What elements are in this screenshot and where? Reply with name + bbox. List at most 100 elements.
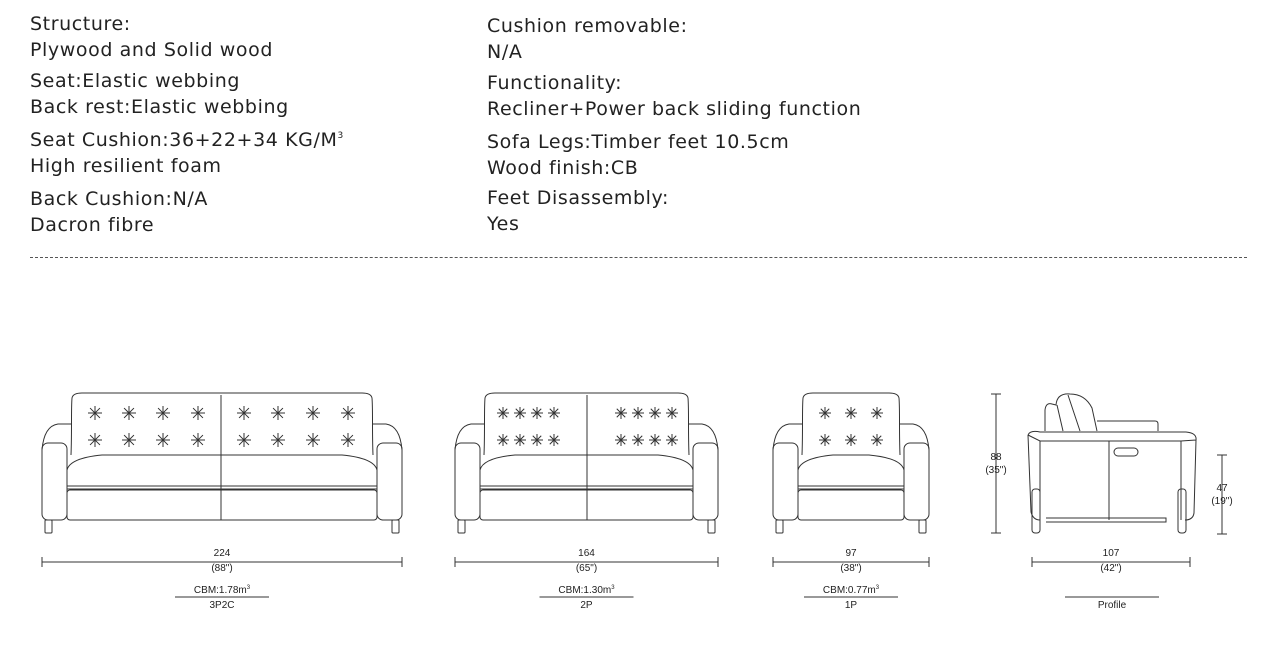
tuft-icon [531, 434, 543, 446]
seat-cushion [66, 454, 378, 485]
tuft-icon [845, 407, 857, 419]
sofa-leg [457, 519, 466, 534]
seat-height-dimension-line [1217, 454, 1227, 535]
dashed-divider [30, 257, 1247, 258]
tuft-icon [191, 433, 205, 447]
tuft-icon [615, 407, 627, 419]
spec-value: Dacron fibre [30, 214, 155, 236]
tuft-icon [191, 406, 205, 420]
cbm-label: CBM:1.78m3 [194, 585, 251, 596]
profile-back [1044, 393, 1159, 432]
spec-value: High resilient foam [30, 155, 222, 177]
spec-right-legs: Sofa Legs:Timber feet 10.5cm Wood finish… [487, 129, 789, 181]
superscript: 3 [337, 131, 344, 141]
model-code: 3P2C [209, 600, 234, 611]
spec-left-seat-cushion: Seat Cushion:36+22+34 KG/M3 High resilie… [30, 127, 344, 179]
dimension-inch: (65") [576, 563, 597, 574]
profile-leg [1031, 488, 1041, 534]
right-arm [376, 442, 403, 521]
tuft-icon [548, 407, 560, 419]
height-cm: 88 [990, 452, 1002, 463]
tuft-icon [514, 434, 526, 446]
tuft-icon [548, 434, 560, 446]
sofa-leg [391, 519, 400, 534]
dimension-cm: 164 [578, 548, 595, 559]
tuft-icon [819, 407, 831, 419]
dimension-cm: 107 [1103, 548, 1120, 559]
superscript: 3 [876, 585, 880, 591]
dimension-inch: (88") [211, 563, 232, 574]
profile-body [1027, 430, 1197, 523]
sofa-base [66, 489, 378, 521]
tuft-icon [122, 406, 136, 420]
spec-right-cushion-removable: Cushion removable: N/A [487, 13, 688, 65]
tuft-icon [531, 407, 543, 419]
tuft-icon [819, 434, 831, 446]
tuft-icon [271, 406, 285, 420]
arm-top [454, 423, 719, 451]
power-button-icon [1113, 447, 1139, 457]
left-arm [41, 442, 68, 521]
seat-edge [67, 485, 377, 490]
dimension-line [41, 557, 403, 567]
dimension-line [1031, 557, 1191, 567]
tuft-icon [156, 433, 170, 447]
left-arm [772, 442, 799, 521]
tuft-icon [271, 433, 285, 447]
tuft-icon [845, 434, 857, 446]
cbm-label: CBM:0.77m3 [823, 585, 880, 596]
spec-label: Functionality: [487, 72, 623, 94]
model-code: 2P [580, 600, 593, 611]
tuft-icon [649, 407, 661, 419]
profile-leg [1177, 488, 1187, 534]
sofa-leg [44, 519, 53, 534]
sofa-leg [707, 519, 716, 534]
tuft-icon [341, 406, 355, 420]
height-inch: (35") [985, 465, 1006, 476]
tuft-icon [122, 433, 136, 447]
seat-height-inch: (19") [1211, 496, 1232, 507]
sofa-base [797, 489, 905, 521]
spec-label: Seat Cushion:36+22+34 KG/M3 [30, 127, 344, 153]
spec-left-structure: Structure: Plywood and Solid wood [30, 11, 273, 63]
tuft-icon [341, 433, 355, 447]
model-code: Profile [1098, 600, 1127, 611]
backrest [483, 392, 690, 456]
backrest [801, 392, 901, 456]
spec-value: Yes [487, 213, 520, 235]
arm-top [41, 423, 403, 451]
seat-edge [798, 485, 904, 490]
dimension-inch: (42") [1100, 563, 1121, 574]
seat-cushion [797, 454, 905, 485]
spec-left-back-cushion: Back Cushion:N/A Dacron fibre [30, 186, 208, 238]
spec-value: Recliner+Power back sliding function [487, 98, 862, 120]
backrest [70, 392, 374, 456]
tuft-icon [237, 406, 251, 420]
spec-label: Seat:Elastic webbing [30, 70, 241, 92]
spec-value: N/A [487, 41, 523, 63]
tuft-icon [88, 433, 102, 447]
dimension-cm: 224 [214, 548, 231, 559]
tuft-icon [666, 434, 678, 446]
tuft-icon [615, 434, 627, 446]
tuft-icon [88, 406, 102, 420]
height-dimension-line [991, 393, 1001, 534]
tuft-icon [649, 434, 661, 446]
spec-right-feet: Feet Disassembly: Yes [487, 185, 669, 237]
spec-value: Wood finish:CB [487, 157, 639, 179]
tuft-icon [237, 433, 251, 447]
spec-label: Back Cushion:N/A [30, 188, 208, 210]
superscript: 3 [611, 585, 615, 591]
dimension-inch: (38") [840, 563, 861, 574]
dimension-line [454, 557, 719, 567]
spec-label-text: Seat Cushion:36+22+34 KG/M [30, 129, 338, 151]
spec-label: Sofa Legs:Timber feet 10.5cm [487, 131, 790, 153]
superscript: 3 [247, 585, 251, 591]
spec-value: Back rest:Elastic webbing [30, 96, 289, 118]
tuft-icon [632, 407, 644, 419]
spec-right-functionality: Functionality: Recliner+Power back slidi… [487, 70, 861, 122]
tuft-icon [514, 407, 526, 419]
seat-height-cm: 47 [1216, 483, 1228, 494]
tuft-icon [871, 407, 883, 419]
